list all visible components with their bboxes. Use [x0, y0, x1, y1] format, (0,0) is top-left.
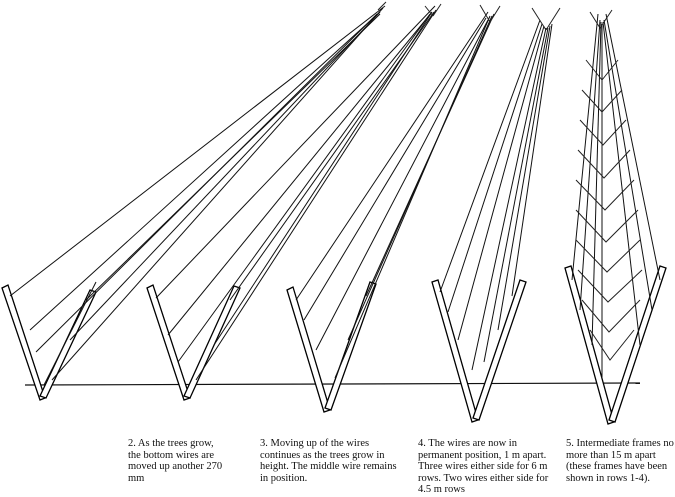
- frame-4: [432, 8, 560, 422]
- frame-3-post-left: [287, 287, 330, 412]
- frame-5-post-left: [565, 266, 614, 424]
- caption-panel-2: 2. As the trees grow, the bottom wires a…: [128, 438, 246, 497]
- caption-panel-3: 3. Moving up of the wires continues as t…: [260, 438, 400, 497]
- frame-5: [565, 10, 666, 424]
- frame-4-post-left: [432, 280, 478, 422]
- ground-line: [25, 383, 640, 385]
- frame-2-post-left: [147, 285, 190, 400]
- frame-3: [287, 5, 500, 412]
- frame-1-post-right: [40, 290, 96, 398]
- frame-2: [147, 4, 441, 400]
- frame-5-post-right: [609, 266, 666, 422]
- frame-4-post-right: [473, 280, 526, 420]
- caption-panel-5: 5. Intermediate frames no more than 15 m…: [566, 438, 674, 497]
- trellis-diagram: [0, 0, 675, 430]
- frame-1-post-left: [2, 285, 45, 400]
- caption-panel-4: 4. The wires are now in permanent positi…: [418, 438, 558, 497]
